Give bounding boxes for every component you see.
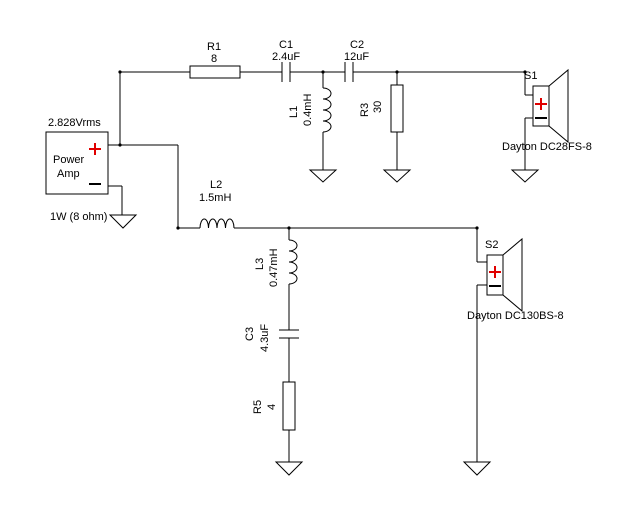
top-branch-wires — [119, 71, 533, 170]
capacitor-c1[interactable]: C1 2.4uF — [272, 39, 300, 82]
c3-value: 4.3uF — [259, 324, 271, 352]
inductor-l1[interactable]: L1 0.4mH — [288, 87, 332, 133]
ground-icon-r5 — [274, 461, 304, 476]
amp-name-line2: Amp — [57, 168, 80, 180]
ground-icon-l1 — [308, 169, 338, 183]
r1-value: 8 — [211, 53, 217, 65]
capacitor-c2[interactable]: C2 12uF — [344, 39, 369, 82]
amp-voltage-label: 2.828Vrms — [48, 117, 101, 129]
l2-value: 1.5mH — [199, 192, 231, 204]
inductor-l2[interactable]: L2 1.5mH — [199, 179, 235, 229]
s1-ref: S1 — [524, 70, 537, 82]
resistor-r3[interactable]: R3 30 — [359, 84, 404, 133]
speaker-s1[interactable]: S1 Dayton DC28FS-8 — [502, 68, 592, 153]
power-amp[interactable]: 2.828Vrms Power Amp 1W (8 ohm) — [45, 117, 109, 223]
amp-name-line1: Power — [53, 154, 85, 166]
ground-icon-s1 — [510, 169, 540, 183]
c2-ref: C2 — [350, 39, 364, 51]
l1-value: 0.4mH — [302, 94, 314, 126]
bottom-branch-wires — [108, 144, 487, 462]
r5-value: 4 — [266, 404, 278, 410]
s1-cone — [548, 68, 569, 144]
inductor-l3[interactable]: L3 0.47mH — [254, 239, 298, 287]
s2-model: Dayton DC130BS-8 — [467, 310, 564, 322]
junction-dots — [118, 70, 527, 230]
l1-ref: L1 — [288, 106, 300, 118]
s2-ref: S2 — [485, 239, 498, 251]
c1-value: 2.4uF — [272, 51, 300, 63]
ground-icon-amp — [108, 214, 138, 229]
s1-model: Dayton DC28FS-8 — [502, 141, 592, 153]
c2-value: 12uF — [344, 51, 369, 63]
amp-power-label: 1W (8 ohm) — [50, 211, 107, 223]
l2-ref: L2 — [210, 179, 222, 191]
l3-ref: L3 — [254, 258, 266, 270]
resistor-r1[interactable]: R1 8 — [189, 41, 241, 79]
r3-ref: R3 — [359, 103, 371, 117]
l3-value: 0.47mH — [268, 248, 280, 287]
c3-ref: C3 — [244, 327, 256, 341]
r5-ref: R5 — [252, 400, 264, 414]
s2-cone — [502, 237, 523, 313]
speaker-s2[interactable]: S2 Dayton DC130BS-8 — [467, 237, 564, 322]
amp-plus-icon — [89, 143, 101, 155]
ground-icon-s2 — [462, 461, 492, 476]
s1-plus-icon — [535, 98, 547, 110]
r3-value: 30 — [372, 101, 384, 113]
ground-icon-r3 — [382, 169, 412, 183]
resistor-r5[interactable]: R5 4 — [252, 381, 296, 431]
r1-ref: R1 — [207, 41, 221, 53]
c1-ref: C1 — [279, 39, 293, 51]
s2-plus-icon — [489, 266, 501, 278]
capacitor-c3[interactable]: C3 4.3uF — [244, 324, 299, 352]
